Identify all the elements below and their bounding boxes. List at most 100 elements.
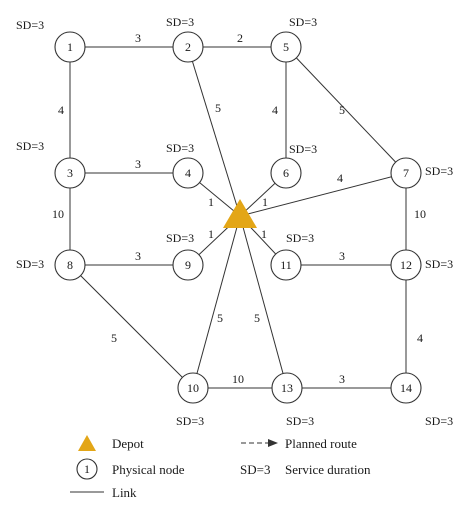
node-label: 5: [283, 40, 289, 54]
service-duration-11: SD=3: [286, 231, 314, 245]
legend-route-arrow-icon: [268, 439, 278, 447]
node-circle: [54, 249, 86, 281]
node-8: 8: [54, 249, 86, 281]
link-weight-13-14: 3: [339, 372, 345, 386]
node-12: 12: [390, 249, 422, 281]
link-10-depot: [192, 215, 241, 389]
service-duration-6: SD=3: [289, 142, 317, 156]
legend-route-label: Planned route: [285, 436, 357, 451]
legend-depot-label: Depot: [112, 436, 144, 451]
node-label: 13: [281, 381, 293, 395]
link-5-7: [285, 46, 407, 174]
service-duration-12: SD=3: [425, 257, 453, 271]
service-duration-2: SD=3: [166, 15, 194, 29]
node-label: 7: [403, 166, 409, 180]
service-duration-8: SD=3: [16, 257, 44, 271]
node-circle: [270, 249, 302, 281]
node-circle: [271, 372, 303, 404]
node-11: 11: [270, 249, 302, 281]
link-weight-4-depot: 1: [208, 195, 214, 209]
service-duration-9: SD=3: [166, 231, 194, 245]
node-circle: [390, 157, 422, 189]
link-weight-1-2: 3: [135, 31, 141, 45]
node-1: 1: [54, 31, 86, 63]
service-duration-13: SD=3: [286, 414, 314, 428]
service-duration-4: SD=3: [166, 141, 194, 155]
link-weight-11-depot: 1: [261, 227, 267, 241]
node-circle: [390, 372, 422, 404]
node-circle: [54, 157, 86, 189]
link-weight-11-12: 3: [339, 249, 345, 263]
node-5: 5: [270, 31, 302, 63]
service-duration-10: SD=3: [176, 414, 204, 428]
node-4: 4: [172, 157, 204, 189]
node-label: 6: [283, 166, 289, 180]
legend-node-icon: [76, 458, 98, 480]
link-weight-2-5: 2: [237, 31, 243, 45]
node-circle: [177, 372, 209, 404]
node-label: 1: [67, 40, 73, 54]
node-circle: [172, 157, 204, 189]
node-label: 10: [187, 381, 199, 395]
link-13-depot: [239, 215, 288, 389]
node-9: 9: [172, 249, 204, 281]
link-weight-5-7: 5: [339, 103, 345, 117]
node-6: 6: [270, 157, 302, 189]
node-7: 7: [390, 157, 422, 189]
link-weight-1-3: 4: [58, 103, 64, 117]
node-2: 2: [172, 31, 204, 63]
node-circle: [270, 31, 302, 63]
node-3: 3: [54, 157, 86, 189]
node-circle: [172, 249, 204, 281]
node-circle: [390, 249, 422, 281]
link-weight-10-13: 10: [232, 372, 244, 386]
legend-sd-sample: SD=3: [240, 462, 270, 477]
legend: Depot 1 Physical node Link Planned route…: [70, 435, 371, 500]
legend-link-label: Link: [112, 485, 137, 500]
node-label: 2: [185, 40, 191, 54]
node-circle: [172, 31, 204, 63]
node-label: 12: [400, 258, 412, 272]
link-7-depot: [239, 172, 407, 217]
depot-layer: [223, 199, 257, 228]
link-weight-3-8: 10: [52, 207, 64, 221]
link-weight-6-depot: 1: [262, 195, 268, 209]
node-label: 8: [67, 258, 73, 272]
link-weight-8-9: 3: [135, 249, 141, 263]
link-weight-8-10: 5: [111, 331, 117, 345]
link-weight-7-depot: 4: [337, 171, 343, 185]
node-13: 13: [271, 372, 303, 404]
legend-sd-label: Service duration: [285, 462, 371, 477]
legend-node-sample: 1: [84, 462, 90, 476]
link-weight-9-depot: 1: [208, 227, 214, 241]
node-label: 9: [185, 258, 191, 272]
service-duration-7: SD=3: [425, 164, 453, 178]
node-circle: [270, 157, 302, 189]
node-circle: [54, 31, 86, 63]
service-duration-14: SD=3: [425, 414, 453, 428]
node-label: 3: [67, 166, 73, 180]
node-label: 11: [280, 258, 292, 272]
service-duration-3: SD=3: [16, 139, 44, 153]
depot-triangle-icon: [223, 199, 257, 228]
link-weight-3-4: 3: [135, 157, 141, 171]
service-duration-1: SD=3: [16, 18, 44, 32]
link-weight-7-12: 10: [414, 207, 426, 221]
service-duration-5: SD=3: [289, 15, 317, 29]
node-10: 10: [177, 372, 209, 404]
legend-node-label: Physical node: [112, 462, 185, 477]
link-weight-10-depot: 5: [217, 311, 223, 325]
link-weight-12-14: 4: [417, 331, 423, 345]
legend-depot-icon: [78, 435, 96, 451]
link-weight-5-6: 4: [272, 103, 278, 117]
node-label: 4: [185, 166, 191, 180]
link-weight-2-depot: 5: [215, 101, 221, 115]
link-8-10: [69, 264, 194, 389]
node-label: 14: [400, 381, 412, 395]
node-14: 14: [390, 372, 422, 404]
link-2-depot: [187, 46, 241, 217]
